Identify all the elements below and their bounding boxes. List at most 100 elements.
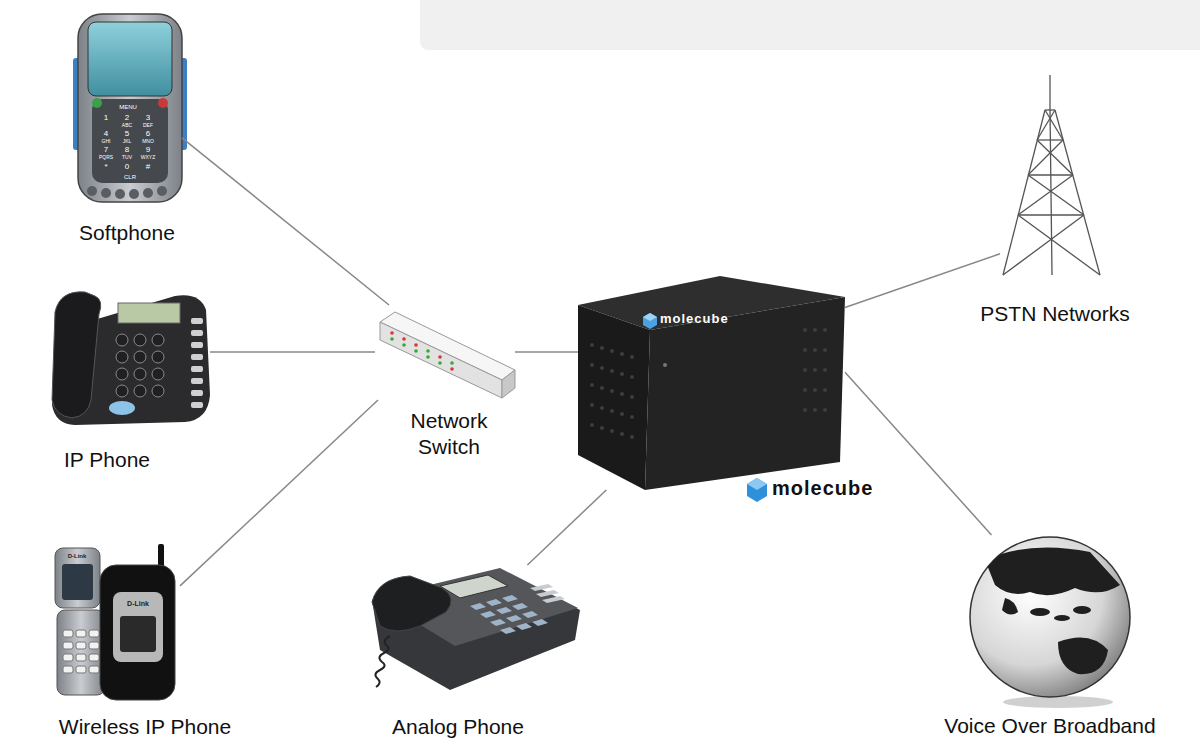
molecube-server-art-part-part	[630, 375, 634, 379]
analog-phone-art-part-part	[542, 596, 565, 603]
keypad-label: 8	[125, 146, 129, 154]
device-node: Wireless IP Phone	[50, 540, 180, 700]
wireless-phone-art-part	[57, 610, 105, 695]
wireless-phone-art-part	[158, 544, 164, 568]
analog-phone-art-part-part	[496, 607, 512, 614]
molecube-server-art-part	[643, 313, 657, 321]
molecube-server-art-part-part	[610, 349, 614, 353]
molecube-server-art-part-part	[600, 386, 604, 390]
network-switch-art-part	[438, 361, 442, 365]
device-node: Voice Over Broadband	[970, 535, 1130, 700]
wireless-phone-art-part-part	[76, 642, 86, 649]
softphone-art-part	[78, 14, 182, 202]
pstn-tower-art-part	[1003, 110, 1045, 275]
device-node: Analog Phone	[370, 565, 580, 690]
network-switch-art-part	[402, 337, 406, 341]
pstn-tower-art-part	[1003, 215, 1084, 275]
device-node: Network Switch	[375, 305, 515, 400]
molecube-server-art-part-part	[813, 368, 817, 372]
wireless-phone-art-part-part	[89, 654, 99, 661]
wireless-phone-art-part-part	[63, 630, 73, 637]
keypad-label: 0	[125, 163, 129, 171]
analog-phone-art-part	[375, 636, 390, 687]
keypad-label: 2	[125, 114, 129, 122]
molecube-server-art-part-part	[803, 408, 807, 412]
molecube-server-art-part-part	[600, 346, 604, 350]
wireless-phone-art-part	[113, 592, 163, 662]
molecube-server-art-part	[747, 478, 767, 490]
ip-phone-art-part-part	[116, 368, 128, 380]
wireless-phone-art-part-part	[63, 666, 73, 673]
pstn-tower-art-part	[1018, 175, 1073, 215]
wireless-phone-art-part-part	[76, 630, 86, 637]
device-label: IP Phone	[64, 447, 150, 472]
analog-phone-art	[372, 568, 580, 690]
globe-art-part	[1003, 696, 1113, 708]
device-label: Softphone	[79, 220, 175, 245]
brand-label: D-Link	[127, 600, 149, 607]
analog-phone-art-part	[530, 584, 565, 603]
network-link	[845, 372, 992, 535]
globe-art-part-part	[1030, 608, 1050, 616]
analog-phone-art-part-part	[516, 623, 532, 630]
molecube-server-art-part-part	[630, 435, 634, 439]
ip-phone-art-part-part	[191, 330, 203, 336]
brand-label: D-Link	[68, 553, 87, 559]
molecube-server-art-part-part	[620, 352, 624, 356]
molecube-server-art-part-part	[803, 348, 807, 352]
ip-phone-art-part-part	[191, 318, 203, 324]
ip-phone-art-part-part	[191, 378, 203, 384]
wireless-phone-art-part-part	[89, 666, 99, 673]
wireless-phone-art-part-part	[89, 630, 99, 637]
molecube-server-art-part-part	[600, 366, 604, 370]
ip-phone-art-part-part	[191, 342, 203, 348]
header-bar-part	[420, 0, 1200, 50]
network-switch-art-part	[414, 343, 418, 347]
ip-phone-art-part-part	[152, 368, 164, 380]
keypad-label: MNO	[142, 139, 154, 144]
molecube-server-art-part	[643, 313, 657, 329]
ip-phone-art-part-part	[191, 354, 203, 360]
softphone-art-part	[129, 189, 139, 199]
network-switch-art-part	[390, 331, 394, 335]
keypad-label: TUV	[122, 155, 132, 160]
molecube-server-art-part-part	[620, 372, 624, 376]
ip-phone-art-part	[118, 303, 180, 323]
pstn-tower-art-part	[1037, 140, 1073, 175]
analog-phone-art-part	[470, 595, 548, 634]
analog-phone-art-part-part	[530, 584, 553, 591]
network-link	[180, 400, 378, 586]
keypad-label: 4	[104, 130, 108, 138]
keypad-label: 5	[125, 130, 129, 138]
softphone-art	[73, 14, 187, 202]
header-bar	[420, 0, 1200, 50]
ip-phone-art-part-part	[116, 351, 128, 363]
softphone-art-part	[88, 22, 172, 96]
molecube-server-art-part-part	[610, 429, 614, 433]
keypad-label: 9	[146, 146, 150, 154]
wireless-phone-art-part	[62, 564, 93, 600]
ip-phone-art-part-part	[116, 334, 128, 346]
device-label: Network Switch	[394, 408, 504, 461]
ip-phone-art-part	[52, 292, 101, 418]
molecube-server-art-part-part	[823, 388, 827, 392]
analog-phone-art-part-part	[536, 590, 559, 597]
network-switch-art-part	[450, 361, 454, 365]
molecube-server-art-part-part	[813, 348, 817, 352]
molecube-server-art-part-part	[590, 403, 594, 407]
ip-phone-art-part-part	[116, 385, 128, 397]
ip-phone-art-part	[109, 401, 135, 415]
molecube-server-art-part	[663, 363, 667, 367]
network-switch-art-part	[438, 355, 442, 359]
molecube-server-art-part-part	[590, 423, 594, 427]
wireless-phone-art-part	[100, 565, 175, 700]
analog-phone-art-part-part	[506, 615, 522, 622]
network-switch-art	[380, 312, 515, 398]
globe-art-part-part	[1058, 638, 1108, 675]
network-link	[515, 351, 578, 353]
molecube-server-art-part-part	[823, 328, 827, 332]
network-switch-art-part	[450, 367, 454, 371]
keypad-label: *	[104, 163, 107, 171]
molecube-server-art-part	[578, 305, 650, 490]
molecube-server-art-part-part	[823, 348, 827, 352]
